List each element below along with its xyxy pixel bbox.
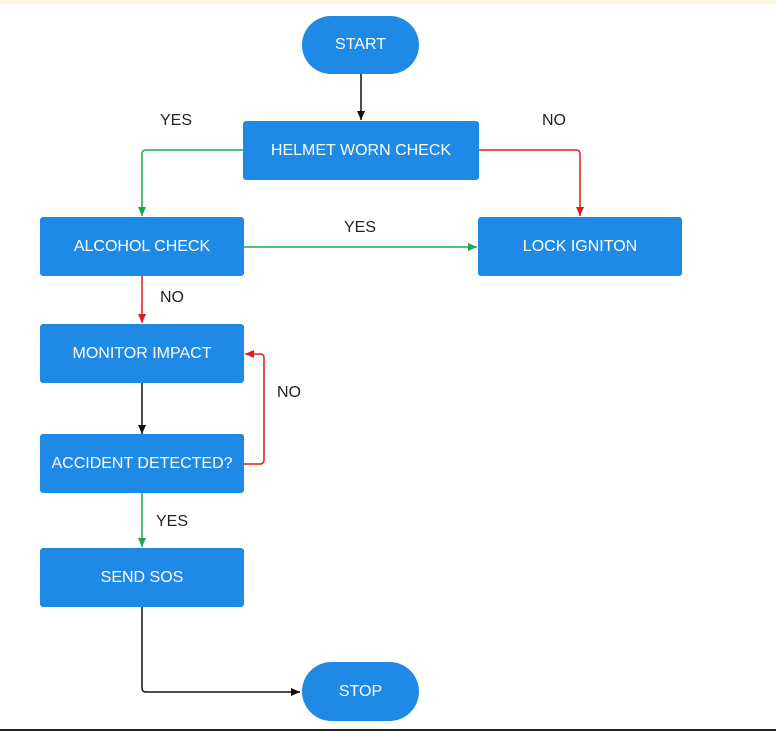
accident-detected-node: ACCIDENT DETECTED? (40, 434, 244, 493)
monitor-impact-node: MONITOR IMPACT (40, 324, 244, 383)
arrow-helmet-no (478, 149, 584, 216)
arrow-sos-to-stop (141, 607, 300, 696)
top-strip (0, 0, 776, 4)
lock-ignition-node: LOCK IGNITON (478, 217, 682, 276)
label-accident-yes: YES (156, 513, 189, 530)
label-alcohol-yes: YES (344, 219, 377, 236)
start-node: START (302, 16, 419, 74)
label-helmet-yes: YES (160, 112, 193, 129)
arrow-helmet-yes (138, 149, 244, 216)
alcohol-check-node: ALCOHOL CHECK (40, 217, 244, 276)
label-helmet-no: NO (542, 112, 566, 129)
arrow-accident-no (244, 350, 265, 465)
label-accident-no: NO (277, 384, 301, 401)
send-sos-node: SEND SOS (40, 548, 244, 607)
label-alcohol-no: NO (160, 289, 184, 306)
helmet-worn-check-node: HELMET WORN CHECK (243, 121, 479, 180)
bottom-rule (0, 729, 776, 731)
stop-node: STOP (302, 662, 419, 721)
